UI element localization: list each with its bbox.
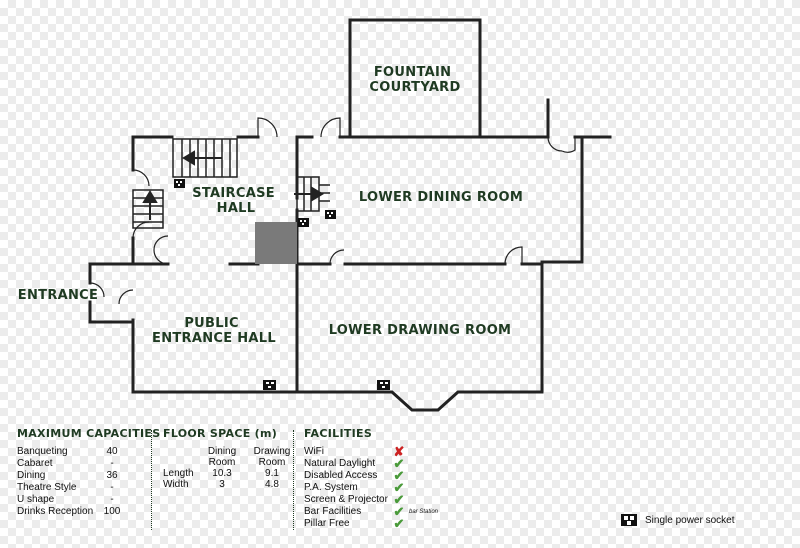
table-row: Length 10.3 9.1 — [163, 468, 279, 479]
check-icon: ✔ — [393, 504, 405, 519]
capacity-label: U shape — [17, 494, 55, 505]
legend-label: Single power socket — [645, 514, 735, 526]
check-icon: ✔ — [393, 516, 405, 531]
capacity-value: - — [110, 494, 114, 505]
divider — [293, 430, 294, 530]
capacity-value: 36 — [106, 470, 118, 481]
check-icon: ✔ — [393, 492, 405, 507]
capacity-row: Banqueting 40 — [17, 446, 160, 458]
capacity-row: Theatre Style - — [17, 482, 160, 494]
right-wall — [131, 135, 584, 412]
capacity-label: Cabaret — [17, 458, 53, 469]
capacity-value: 100 — [103, 506, 121, 517]
room-entrance: ENTRANCE — [18, 288, 98, 303]
facility-row: Pillar Free ✔ — [304, 516, 438, 531]
room-lower-drawing-room: LOWER DRAWING ROOM — [329, 323, 512, 338]
capacity-row: Cabaret - — [17, 458, 160, 470]
capacity-label: Banqueting — [17, 446, 68, 457]
floor-plan: FOUNTAIN COURTYARD STAIRCASE HALL LOWER … — [18, 18, 612, 412]
facility-row: Screen & Projector ✔ — [304, 492, 438, 507]
facility-label: Natural Daylight — [304, 458, 376, 469]
capacity-row: Dining 36 — [17, 470, 160, 482]
divider — [151, 430, 152, 530]
facility-label: WiFi — [304, 446, 324, 457]
floor-space-title: FLOOR SPACE (m) — [163, 427, 278, 440]
facility-row: WiFi ✘ — [304, 444, 438, 459]
room-lower-dining-room: LOWER DINING ROOM — [359, 190, 523, 205]
capacity-label: Drinks Reception — [17, 506, 94, 517]
capacities-title: MAXIMUM CAPACITIES — [17, 427, 161, 440]
facility-row: Natural Daylight ✔ — [304, 456, 438, 471]
power-socket-icon — [325, 210, 336, 219]
room-fountain-courtyard: FOUNTAIN COURTYARD — [369, 65, 460, 95]
capacity-value: - — [110, 458, 114, 469]
facility-row: Disabled Access ✔ — [304, 468, 438, 483]
cross-icon: ✘ — [393, 444, 405, 459]
courtyard-wall — [348, 18, 482, 137]
check-icon: ✔ — [393, 456, 405, 471]
top-wall — [131, 98, 612, 139]
facility-row: P.A. System ✔ — [304, 480, 438, 495]
room-public-entrance-hall: PUBLIC ENTRANCE HALL — [152, 316, 276, 346]
table-row: Width 3 4.8 — [163, 479, 279, 490]
facility-label: Pillar Free — [304, 518, 350, 529]
facility-note: bar Station — [409, 509, 439, 515]
facility-label: Bar Facilities — [304, 506, 362, 517]
facility-label: Screen & Projector — [304, 494, 388, 505]
capacity-row: Drinks Reception 100 — [17, 506, 160, 518]
capacity-value: 40 — [106, 446, 118, 457]
facilities-panel: FACILITIES WiFi✘Natural Daylight✔Disable… — [304, 427, 439, 531]
pillar-block — [255, 222, 297, 264]
power-socket-icon — [377, 380, 390, 390]
room-staircase-hall: STAIRCASE HALL — [192, 186, 280, 216]
check-icon: ✔ — [393, 468, 405, 483]
capacity-row: U shape - — [17, 494, 160, 506]
capacity-value: - — [110, 482, 114, 493]
facility-label: P.A. System — [304, 482, 358, 493]
facilities-title: FACILITIES — [304, 427, 373, 440]
power-socket-icon — [298, 218, 309, 227]
check-icon: ✔ — [393, 480, 405, 495]
facility-label: Disabled Access — [304, 470, 378, 481]
legend: Single power socket — [621, 514, 735, 526]
power-socket-icon — [263, 380, 276, 390]
power-socket-icon — [174, 179, 185, 188]
power-socket-icon — [621, 514, 637, 526]
facility-row: Bar Facilities ✔ bar Station — [304, 504, 439, 519]
capacity-label: Theatre Style — [17, 482, 77, 493]
capacity-label: Dining — [17, 470, 46, 481]
left-wall — [88, 135, 135, 324]
